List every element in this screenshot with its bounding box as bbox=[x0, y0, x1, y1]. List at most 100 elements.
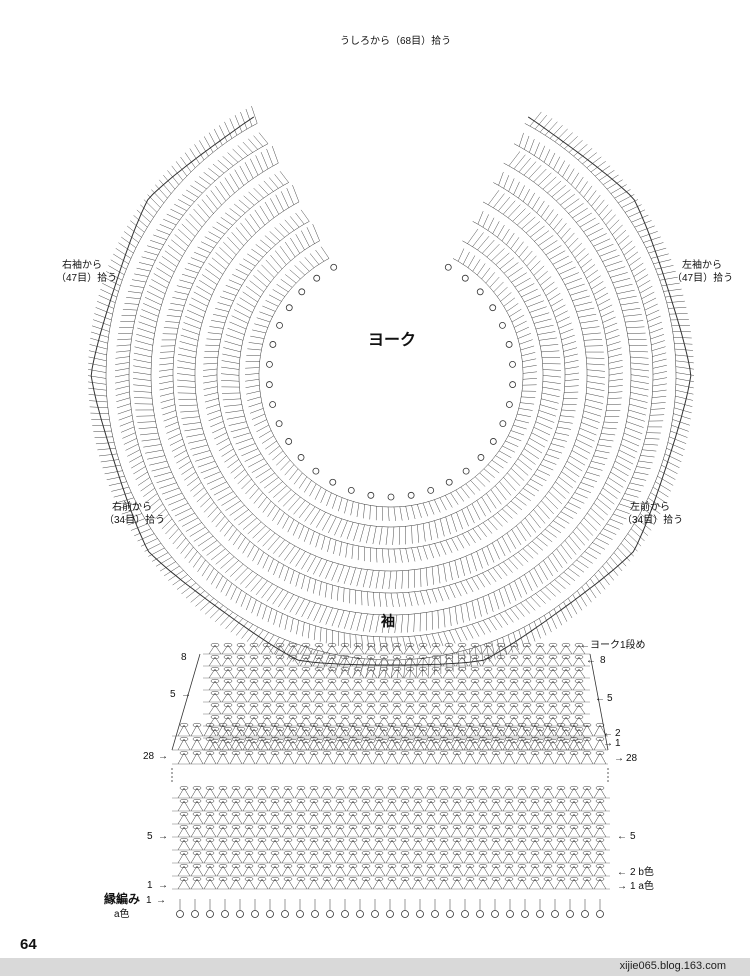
yoke-stitch bbox=[196, 492, 208, 503]
sleeve-lower-block-shell bbox=[359, 800, 373, 812]
yoke-stitch bbox=[529, 513, 541, 529]
sleeve-mid-block-shell bbox=[320, 752, 334, 765]
sleeve-mid-block-shell bbox=[372, 724, 386, 737]
sleeve-lower-block-chain bbox=[283, 798, 293, 804]
yoke-stitch bbox=[309, 253, 320, 265]
yoke-stitch bbox=[674, 407, 692, 414]
sleeve-lower-block-chain bbox=[530, 863, 540, 869]
yoke-stitch bbox=[395, 570, 398, 589]
sleeve-mid-block-shell bbox=[502, 724, 516, 737]
yoke-stitch bbox=[639, 285, 653, 294]
sleeve-mid-block-shell bbox=[567, 724, 581, 737]
sleeve-lower-block-shell bbox=[593, 878, 607, 890]
sleeve-mid-block-shell bbox=[424, 724, 438, 737]
sleeve-mid-block-chain bbox=[504, 750, 514, 756]
yoke-stitch bbox=[517, 413, 531, 417]
yoke-stitch bbox=[132, 371, 152, 375]
yoke-stitch bbox=[229, 208, 242, 218]
sleeve-lower-block-shell bbox=[281, 878, 295, 890]
yoke-stitch bbox=[610, 471, 627, 482]
yoke-stitch bbox=[542, 369, 561, 371]
yoke-stitch bbox=[134, 528, 152, 537]
yoke-stitch bbox=[258, 496, 268, 509]
yoke-stitch bbox=[212, 426, 226, 434]
yoke-stitch bbox=[127, 449, 140, 457]
yoke-stitch bbox=[222, 398, 241, 401]
yoke-stitch bbox=[182, 517, 199, 527]
yoke-stitch bbox=[141, 309, 159, 317]
sleeve-mid-block-chain bbox=[465, 722, 475, 728]
sleeve-top-block-chain bbox=[353, 678, 363, 684]
sleeve-lower-block-chain bbox=[257, 850, 267, 856]
sleeve-top-block-chain bbox=[314, 654, 324, 660]
yoke-stitch bbox=[184, 471, 196, 481]
yoke-stitch bbox=[498, 171, 504, 186]
sleeve-top-block-chain bbox=[379, 726, 389, 732]
yoke-stitch bbox=[214, 432, 227, 440]
yoke-stitch bbox=[603, 421, 619, 423]
yoke-stitch bbox=[586, 381, 605, 385]
sleeve-lower-block-chain bbox=[439, 837, 449, 843]
sleeve-mid-block-shell bbox=[463, 738, 477, 751]
yoke-stitch bbox=[549, 250, 566, 260]
yoke-stitch bbox=[657, 476, 674, 486]
yoke-stitch bbox=[211, 320, 226, 324]
yoke-stitch bbox=[182, 422, 201, 425]
sleeve-top-block-shell bbox=[390, 740, 404, 751]
sleeve-mid-block-shell bbox=[242, 724, 256, 737]
sleeve-top-block-chain bbox=[444, 666, 454, 672]
sleeve-mid-block-shell bbox=[554, 752, 568, 765]
yoke-stitch bbox=[255, 244, 268, 254]
sleeve-lower-block-chain bbox=[595, 837, 605, 843]
sleeve-top-block-chain bbox=[366, 702, 376, 708]
sleeve-top-block-chain bbox=[223, 690, 233, 696]
yoke-stitch bbox=[393, 548, 397, 563]
yoke-stitch bbox=[255, 155, 264, 173]
yoke-stitch bbox=[295, 551, 306, 567]
yoke-stitch bbox=[553, 520, 566, 529]
sleeve-lower-block-shell bbox=[294, 787, 308, 799]
sleeve-lower-block-shell bbox=[528, 826, 542, 838]
sleeve-lower-block-shell bbox=[567, 852, 581, 864]
sleeve-lower-block-chain bbox=[400, 876, 410, 882]
yoke-stitch bbox=[93, 319, 111, 326]
yoke-stitch bbox=[613, 513, 627, 520]
yoke-stitch bbox=[206, 568, 215, 581]
yoke-stitch bbox=[573, 144, 588, 157]
sleeve-top-block-shell bbox=[429, 728, 443, 739]
sleeve-lower-block-shell bbox=[489, 800, 503, 812]
yoke-stitch bbox=[163, 416, 178, 422]
sleeve-mid-block-shell bbox=[255, 738, 269, 751]
yoke-stitch bbox=[448, 562, 453, 581]
yoke-stitch bbox=[245, 574, 258, 589]
yoke-stitch bbox=[108, 265, 125, 275]
page-number: 64 bbox=[20, 936, 37, 953]
sleeve-top-block-chain bbox=[405, 690, 415, 696]
yoke-stitch bbox=[522, 488, 536, 497]
sleeve-lower-block-shell bbox=[489, 839, 503, 851]
sleeve-top-block-chain bbox=[379, 654, 389, 660]
yoke-stitch bbox=[675, 395, 693, 401]
sleeve-top-block-shell bbox=[351, 704, 365, 715]
yoke-stitch bbox=[249, 488, 260, 499]
sleeve-lower-block-shell bbox=[268, 878, 282, 890]
sleeve-lower-block-chain bbox=[283, 811, 293, 817]
sleeve-lower-block-chain bbox=[387, 876, 397, 882]
sleeve-mid-block-chain bbox=[478, 750, 488, 756]
sleeve-lower-block-shell bbox=[229, 852, 243, 864]
edging-row-1: 1 bbox=[146, 895, 152, 906]
yoke-stitch bbox=[523, 161, 537, 176]
yoke-stitch bbox=[629, 257, 641, 266]
yoke-stitch bbox=[524, 517, 537, 533]
sleeve-top-block-shell bbox=[494, 644, 508, 655]
yoke-stitch bbox=[285, 274, 297, 284]
yoke-stitch bbox=[184, 152, 196, 168]
yoke-stitch bbox=[467, 531, 476, 544]
row-2-right-arrow: ← bbox=[603, 728, 613, 739]
yoke-stitch bbox=[165, 492, 183, 500]
sleeve-lower-block-shell bbox=[203, 813, 217, 825]
yoke-stitch bbox=[259, 430, 272, 438]
yoke-stitch bbox=[637, 280, 651, 288]
yoke-stitch bbox=[608, 353, 623, 358]
yoke-stitch bbox=[246, 390, 261, 395]
